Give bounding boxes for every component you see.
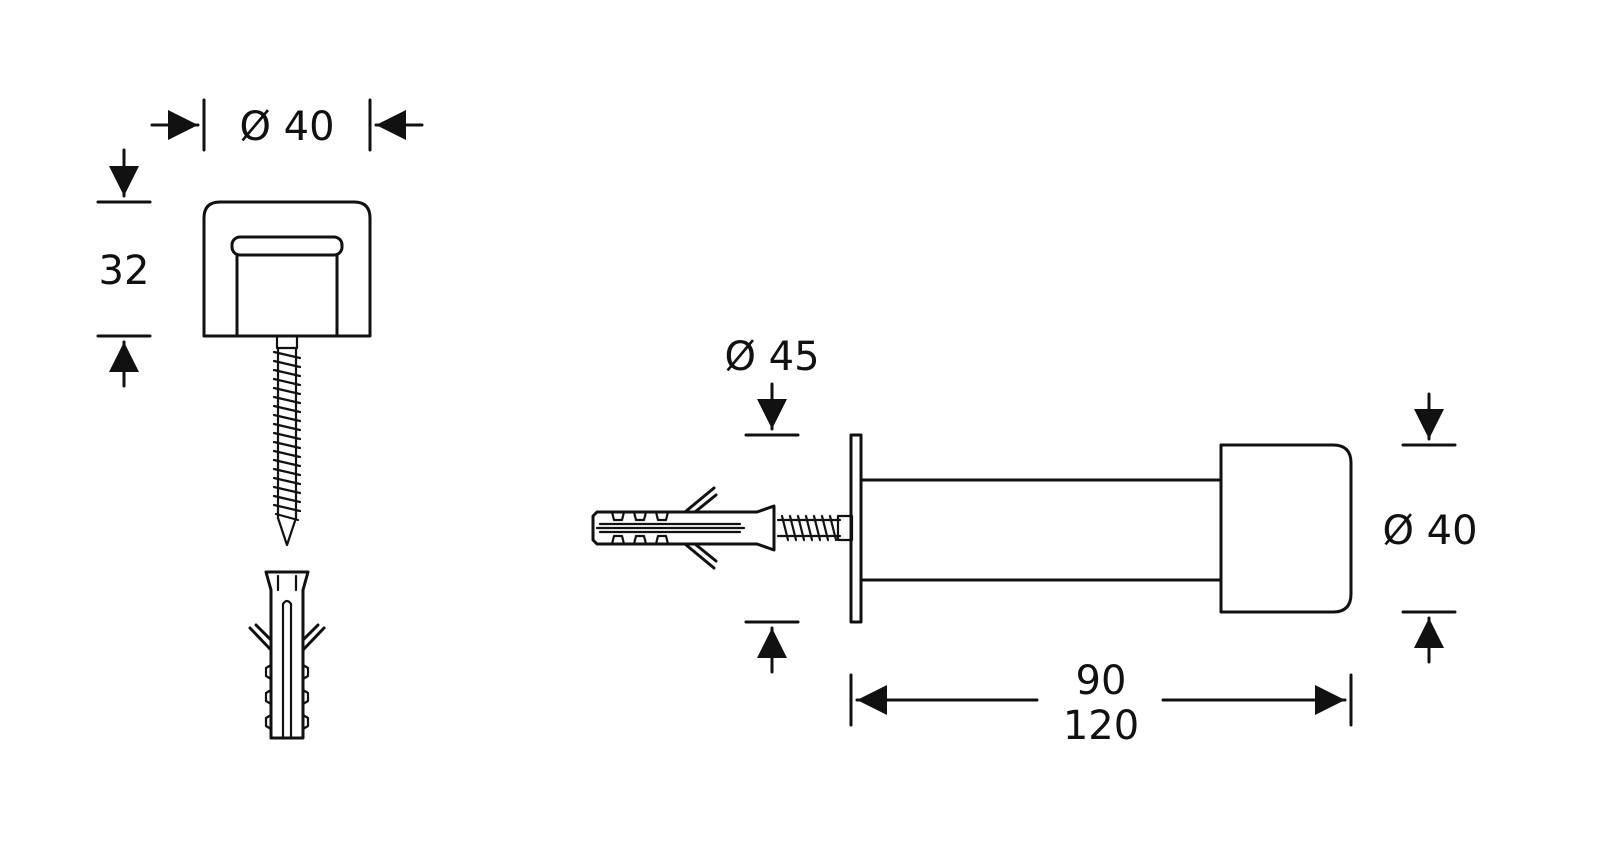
buffer-head-groove [230,235,344,257]
screw-horizontal [776,514,854,542]
top-diameter-dimension: Ø 40 [150,98,424,152]
height-label: 32 [99,248,150,294]
side-view: Ø 45 [591,334,1478,749]
length-dimension: 90 120 [849,658,1353,749]
head-diameter-label: Ø 40 [1382,508,1477,554]
length-label-120: 120 [1063,703,1139,749]
height-dimension: 32 [96,148,152,388]
plug-h-ribs-bottom [610,534,670,546]
base-diameter-dimension: Ø 45 [724,334,820,674]
base-diameter-label: Ø 45 [724,334,819,380]
wall-plug-vertical [248,570,326,740]
screw-neck [275,334,299,350]
buffer-head-outline [202,200,372,338]
plug-ribs-right [301,663,310,731]
screw-thread [272,350,302,522]
buffer-stem [859,478,1223,582]
plug-h-wing-bottom [683,542,718,570]
wall-plug-horizontal [591,486,776,570]
screw-h-thread [780,514,838,542]
plug-wing-right [301,623,326,652]
plug-outline [264,570,310,740]
plug-slit-top [281,599,293,606]
screw-vertical [272,334,302,547]
front-view: Ø 40 32 [96,98,424,740]
screw-tip [276,516,298,547]
plug-h-outline [591,504,776,552]
top-diameter-label: Ø 40 [239,104,334,150]
plug-h-wing-top [683,486,718,514]
plug-h-ribs-top [610,510,670,522]
head-diameter-dimension: Ø 40 [1382,392,1478,664]
plug-ribs-left [264,663,273,731]
buffer-head [202,200,372,338]
plug-wing-left [248,623,273,652]
buffer-head-side [1219,443,1353,614]
mounting-plate [849,433,863,624]
length-label-90: 90 [1076,658,1127,704]
